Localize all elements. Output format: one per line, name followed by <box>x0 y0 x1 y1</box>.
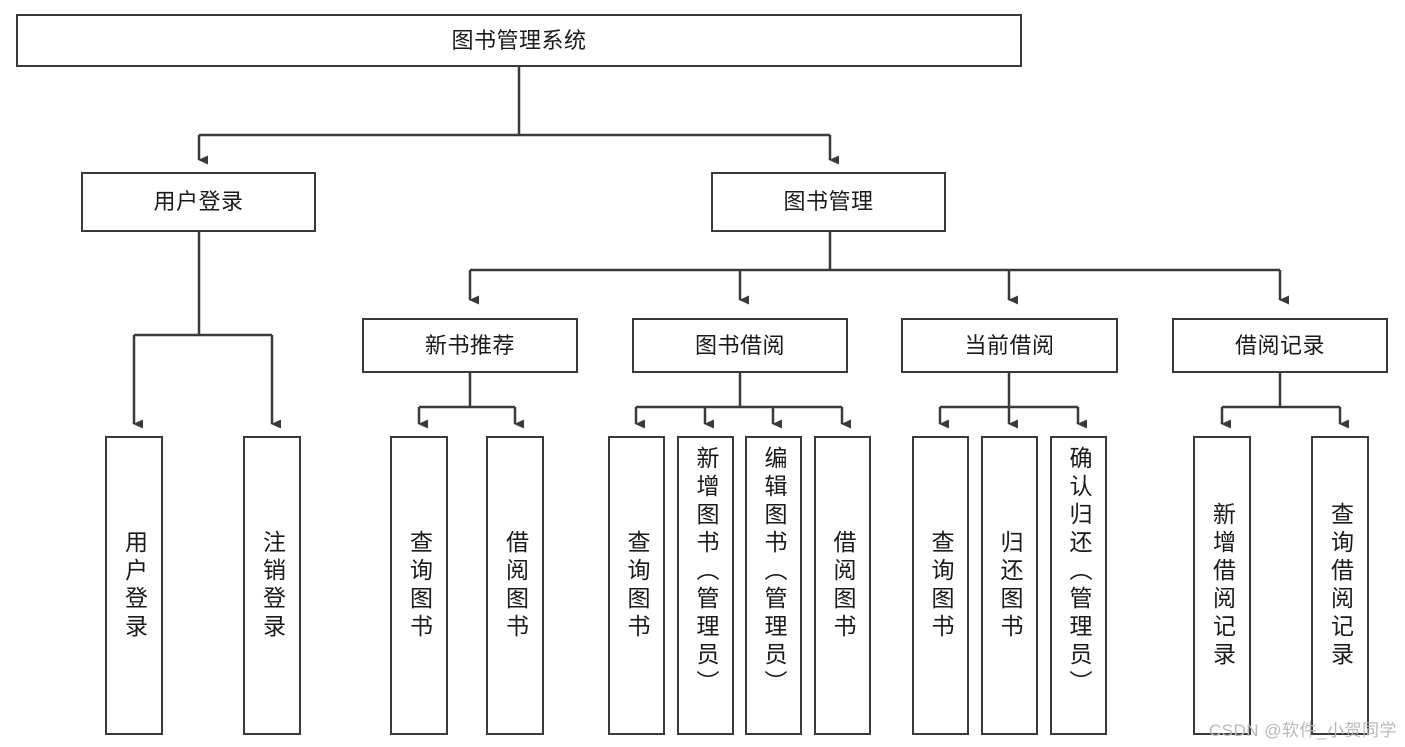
node-borrow-record[interactable]: 借阅记录 <box>1172 318 1388 373</box>
node-leaf-edit-book-admin-label: 编辑图书（管理员） <box>761 446 787 698</box>
node-leaf-return-book-label: 归还图书 <box>997 529 1023 642</box>
node-leaf-borrow-book-recommend-label: 借阅图书 <box>502 529 529 642</box>
node-leaf-add-borrow-record[interactable]: 新增借阅记录 <box>1193 436 1251 735</box>
node-leaf-query-book-recommend-label: 查询图书 <box>406 529 433 642</box>
node-leaf-borrow-book-borrow-label: 借阅图书 <box>830 529 856 642</box>
node-leaf-user-login-label: 用户登录 <box>121 529 148 642</box>
node-new-book-recommend-label: 新书推荐 <box>424 332 515 358</box>
node-book-borrow[interactable]: 图书借阅 <box>632 318 848 373</box>
node-current-borrow[interactable]: 当前借阅 <box>901 318 1118 373</box>
node-root-system-label: 图书管理系统 <box>451 27 587 53</box>
node-book-manage-label: 图书管理 <box>783 189 874 215</box>
node-book-borrow-label: 图书借阅 <box>694 332 785 358</box>
node-user-login[interactable]: 用户登录 <box>81 172 316 232</box>
node-leaf-query-book-current-label: 查询图书 <box>928 529 954 642</box>
node-leaf-add-book-admin[interactable]: 新增图书（管理员） <box>677 436 734 735</box>
node-book-manage[interactable]: 图书管理 <box>711 172 946 232</box>
node-leaf-edit-book-admin[interactable]: 编辑图书（管理员） <box>745 436 802 735</box>
node-leaf-user-login[interactable]: 用户登录 <box>105 436 163 735</box>
node-root-system[interactable]: 图书管理系统 <box>16 14 1022 67</box>
node-leaf-query-borrow-record[interactable]: 查询借阅记录 <box>1311 436 1369 735</box>
node-leaf-query-book-recommend[interactable]: 查询图书 <box>390 436 448 735</box>
node-leaf-confirm-return-admin[interactable]: 确认归还（管理员） <box>1050 436 1107 735</box>
node-leaf-query-borrow-record-label: 查询借阅记录 <box>1327 501 1354 670</box>
node-leaf-add-borrow-record-label: 新增借阅记录 <box>1209 501 1236 670</box>
node-leaf-borrow-book-recommend[interactable]: 借阅图书 <box>486 436 544 735</box>
node-leaf-borrow-book-borrow[interactable]: 借阅图书 <box>814 436 871 735</box>
node-leaf-confirm-return-admin-label: 确认归还（管理员） <box>1066 446 1092 698</box>
node-leaf-add-book-admin-label: 新增图书（管理员） <box>693 446 719 698</box>
node-leaf-user-logout-label: 注销登录 <box>259 529 286 642</box>
node-leaf-return-book[interactable]: 归还图书 <box>981 436 1038 735</box>
node-current-borrow-label: 当前借阅 <box>964 332 1055 358</box>
node-new-book-recommend[interactable]: 新书推荐 <box>362 318 578 373</box>
node-user-login-label: 用户登录 <box>153 189 244 215</box>
node-leaf-query-book-borrow[interactable]: 查询图书 <box>608 436 665 735</box>
node-leaf-user-logout[interactable]: 注销登录 <box>243 436 301 735</box>
node-leaf-query-book-borrow-label: 查询图书 <box>624 529 650 642</box>
csdn-watermark: CSDN @软件_小贺同学 <box>1208 721 1397 740</box>
node-leaf-query-book-current[interactable]: 查询图书 <box>912 436 969 735</box>
node-borrow-record-label: 借阅记录 <box>1234 332 1325 358</box>
